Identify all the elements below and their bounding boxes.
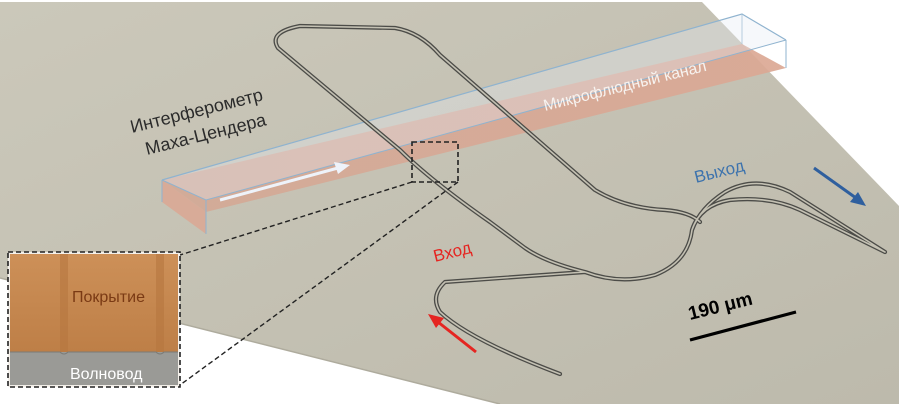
flow-arrow — [219, 162, 350, 202]
channel-glass-cap — [162, 14, 786, 200]
zoom-leader-bottom — [179, 181, 459, 386]
input-arrow — [428, 314, 477, 354]
channel-body — [162, 44, 786, 212]
zoom-leader-top — [179, 181, 413, 256]
zoom-box — [411, 141, 459, 183]
coating-label: Покрытие — [72, 289, 145, 306]
waveguide-label: Волновод — [70, 366, 143, 383]
cross-section-inset — [7, 251, 181, 388]
waveguide-core-right-wall — [156, 254, 164, 362]
coating-region — [10, 254, 178, 368]
microfluidic-channel — [161, 13, 787, 234]
output-arrow — [813, 166, 866, 206]
scale-bar — [689, 310, 797, 342]
channel-front-face — [162, 180, 206, 234]
waveguide-layer — [10, 352, 178, 385]
waveguide-path — [273, 23, 888, 377]
waveguide-core-left-wall — [60, 254, 68, 362]
